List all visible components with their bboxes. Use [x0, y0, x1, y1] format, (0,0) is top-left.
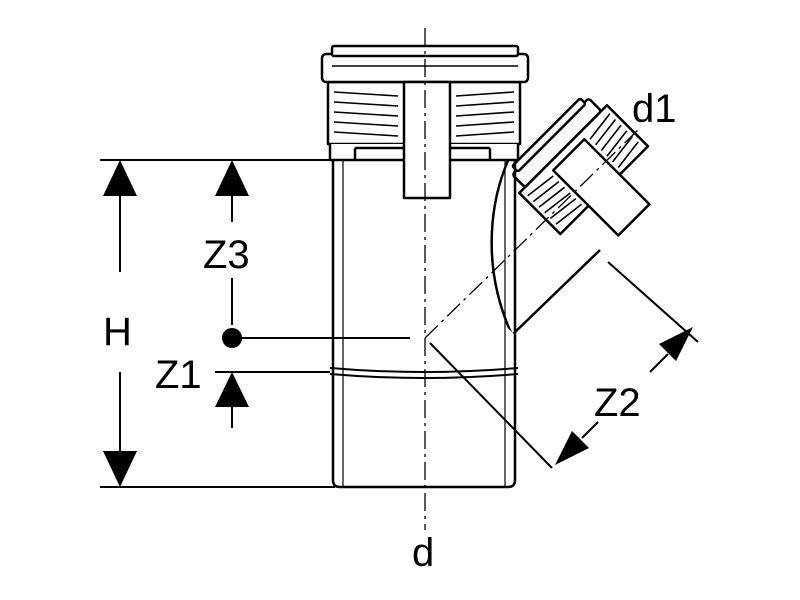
label-z3: Z3 — [203, 233, 250, 277]
label-d1: d1 — [632, 87, 677, 131]
arrow-h-top — [103, 160, 137, 196]
label-h: H — [103, 310, 132, 354]
arrow-h-bottom — [103, 451, 137, 487]
label-d: d — [412, 531, 434, 575]
label-z2: Z2 — [594, 381, 641, 425]
arrow-z2-upper — [659, 327, 693, 361]
arrow-z2-lower — [555, 431, 589, 465]
dimension-arrows — [103, 160, 693, 487]
reference-point-dot — [222, 328, 242, 348]
branch-pipe — [490, 97, 651, 336]
label-z1: Z1 — [155, 353, 202, 397]
center-lines — [424, 28, 641, 530]
dimension-labels: H Z3 Z1 Z2 d d1 — [103, 87, 677, 575]
dimension-lines — [100, 159, 699, 488]
arrow-z1-up — [215, 372, 249, 407]
arrow-z3-top — [215, 160, 249, 196]
main-pipe — [320, 44, 530, 489]
